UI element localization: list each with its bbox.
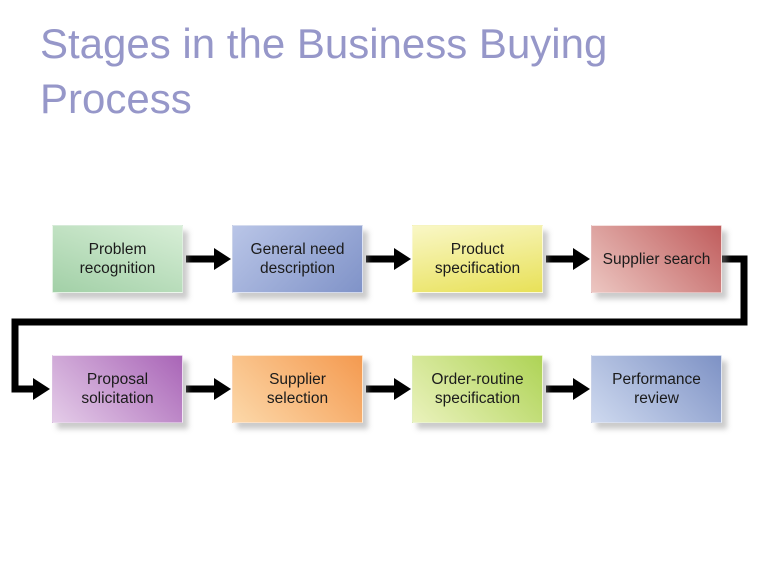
stage-label: Performance review (612, 371, 701, 407)
stage-label: Proposal solicitation (81, 371, 154, 407)
flow-arrow-2 (366, 248, 411, 270)
flow-arrow-4 (186, 378, 231, 400)
stage-label: Product specification (434, 241, 521, 277)
loop-connector (11, 255, 748, 400)
flow-arrow-6 (546, 378, 590, 400)
stage-box-problem-recognition: Problem recognition (52, 225, 183, 293)
stage-label: Problem recognition (79, 241, 156, 277)
flow-arrow-5 (366, 378, 411, 400)
stage-label: General need description (250, 241, 345, 277)
stage-box-supplier-search: Supplier search (591, 225, 722, 293)
stage-box-product-specification: Product specification (412, 225, 543, 293)
stage-box-proposal-solicitation: Proposal solicitation (52, 355, 183, 423)
stage-box-general-need-description: General need description (232, 225, 363, 293)
stage-box-supplier-selection: Supplier selection (232, 355, 363, 423)
page-title: Stages in the Business Buying Process (40, 20, 608, 122)
stage-box-order-routine-specification: Order-routine specification (412, 355, 543, 423)
stage-label: Supplier selection (266, 371, 329, 407)
stage-label: Supplier search (602, 250, 711, 268)
stage-label: Order-routine specification (431, 371, 524, 407)
stage-box-performance-review: Performance review (591, 355, 722, 423)
flow-arrow-3 (546, 248, 590, 270)
flow-arrow-1 (186, 248, 231, 270)
